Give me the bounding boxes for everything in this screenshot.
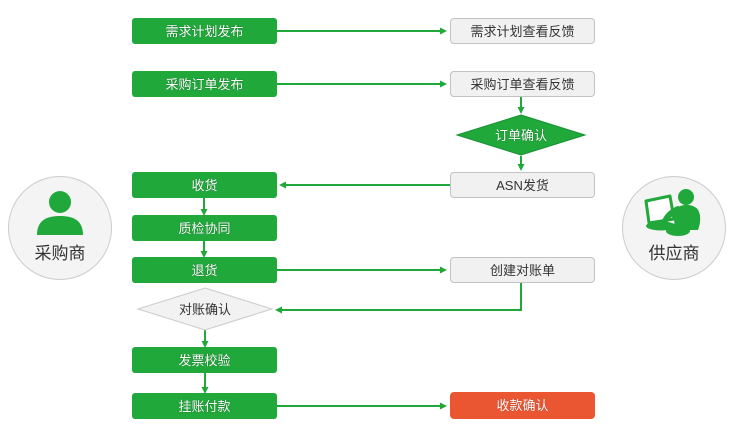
person-knee <box>666 226 690 236</box>
laptop-screen <box>644 194 676 225</box>
supplier-person-laptop-icon <box>642 189 706 237</box>
node-demand-plan-publish: 需求计划发布 <box>132 18 277 44</box>
buyer-actor: 采购商 <box>8 176 112 280</box>
node-create-statement: 创建对账单 <box>450 257 595 283</box>
node-asn-shipment: ASN发货 <box>450 172 595 198</box>
person-arm <box>662 206 681 224</box>
node-return-goods: 退货 <box>132 257 277 283</box>
node-purchase-order-publish: 采购订单发布 <box>132 71 277 97</box>
node-pending-payment: 挂账付款 <box>132 393 277 419</box>
node-receive-goods: 收货 <box>132 172 277 198</box>
supplier-actor: 供应商 <box>622 176 726 280</box>
person-body <box>674 204 701 230</box>
node-purchase-order-feedback: 采购订单查看反馈 <box>450 71 595 97</box>
node-demand-plan-feedback: 需求计划查看反馈 <box>450 18 595 44</box>
node-order-confirm: 订单确认 <box>494 127 547 143</box>
buyer-person-icon <box>34 189 86 237</box>
node-statement-confirm: 对账确认 <box>178 301 231 317</box>
node-receipt-confirm: 收款确认 <box>450 392 595 419</box>
edge-create-statement-to-stmt-confirm <box>275 283 522 314</box>
node-invoice-check: 发票校验 <box>132 347 277 373</box>
buyer-label: 采购商 <box>34 244 86 263</box>
node-quality-collaboration: 质检协同 <box>132 215 277 241</box>
supplier-label: 供应商 <box>648 244 700 263</box>
person-head <box>678 189 694 205</box>
